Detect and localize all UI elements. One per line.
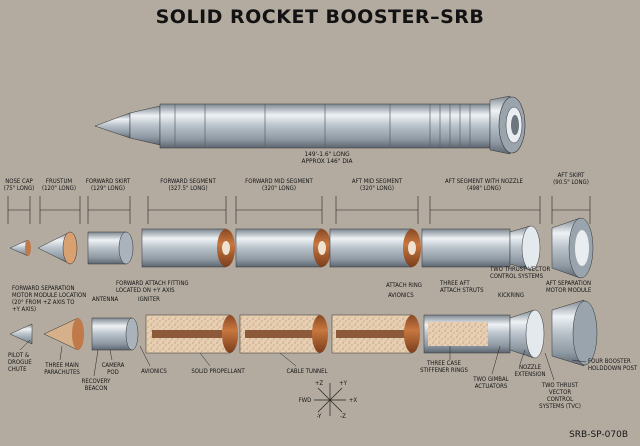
main-booster bbox=[94, 95, 526, 155]
axis-py: +Y bbox=[339, 380, 347, 387]
callout-three-case: THREE CASE STIFFENER RINGS bbox=[420, 360, 468, 374]
callout-camera-pod: CAMERA POD bbox=[101, 362, 125, 376]
callout-solid-propellant: SOLID PROPELLANT bbox=[191, 368, 245, 375]
leader-lines bbox=[19, 339, 587, 381]
exploded-row bbox=[9, 217, 594, 279]
axis-pz: +Z bbox=[314, 380, 324, 387]
callout-igniter: IGNITER bbox=[138, 296, 160, 303]
segment-forward: FORWARD SEGMENT(327.5" LONG) bbox=[160, 178, 216, 192]
callout-aft-separation: AFT SEPARATION MOTOR MODULE bbox=[546, 280, 592, 294]
axis-ny: -Y bbox=[316, 413, 322, 420]
callout-tvc-bottom: TWO THRUST VECTOR CONTROL SYSTEMS (TVC) bbox=[539, 382, 581, 410]
callout-kicking: KICKRING bbox=[498, 292, 525, 299]
segment-nose-cap: NOSE CAP(75" LONG) bbox=[3, 178, 35, 192]
segment-aft-skirt: AFT SKIRT(90.5" LONG) bbox=[553, 172, 589, 186]
callout-three-aft-struts: THREE AFT ATTACH STRUTS bbox=[440, 280, 484, 294]
diagram-title: SOLID ROCKET BOOSTER–SRB bbox=[155, 6, 485, 28]
segment-aft: AFT SEGMENT WITH NOZZLE(498" LONG) bbox=[445, 178, 523, 192]
segment-forward-skirt: FORWARD SKIRT(129" LONG) bbox=[85, 178, 131, 192]
callout-three-main: THREE MAIN PARACHUTES bbox=[44, 362, 80, 376]
callout-recovery-beacon: RECOVERY BEACON bbox=[81, 378, 111, 392]
cutaway-row bbox=[9, 299, 598, 367]
callout-avionics-right: AVIONICS bbox=[388, 292, 414, 299]
callout-antenna: ANTENNA bbox=[92, 296, 119, 303]
document-code: SRB-SP-070B bbox=[569, 430, 628, 440]
segment-aft-mid: AFT MID SEGMENT(320" LONG) bbox=[351, 178, 403, 192]
callout-nozzle-extension: NOZZLE EXTENSION bbox=[514, 364, 546, 378]
segment-forward-mid: FORWARD MID SEGMENT(320" LONG) bbox=[245, 178, 313, 192]
callout-two-gimbal: TWO GIMBAL ACTUATORS bbox=[473, 376, 509, 390]
axis-fwd: FWD bbox=[298, 397, 312, 404]
length-label: 149'-1.6" LONG bbox=[304, 150, 350, 158]
axis-glyph bbox=[314, 383, 346, 416]
callout-fwd-attach: FORWARD ATTACH FITTING LOCATED ON +Y AXI… bbox=[116, 280, 189, 294]
callout-tvc-top: TWO THRUST VECTOR CONTROL SYSTEMS bbox=[490, 266, 551, 280]
axis-px: +X bbox=[348, 397, 358, 404]
callout-attach-ring: ATTACH RING bbox=[386, 282, 422, 289]
dimension-brackets bbox=[7, 196, 591, 224]
callout-holddown: FOUR BOOSTER HOLDDOWN POST bbox=[588, 358, 638, 372]
callout-cable-tunnel: CABLE TUNNEL bbox=[286, 368, 328, 375]
diameter-label: APPROX 146" DIA bbox=[301, 157, 353, 165]
callout-fwd-separation: FORWARD SEPARATION MOTOR MODULE LOCATION… bbox=[12, 285, 87, 313]
segment-frustum: FRUSTUM(120" LONG) bbox=[42, 178, 76, 192]
axis-nz: -Z bbox=[340, 413, 346, 420]
callout-pilot-drogue: PILOT & DROGUE CHUTE bbox=[8, 352, 32, 373]
callout-avionics-left: AVIONICS bbox=[141, 368, 167, 375]
